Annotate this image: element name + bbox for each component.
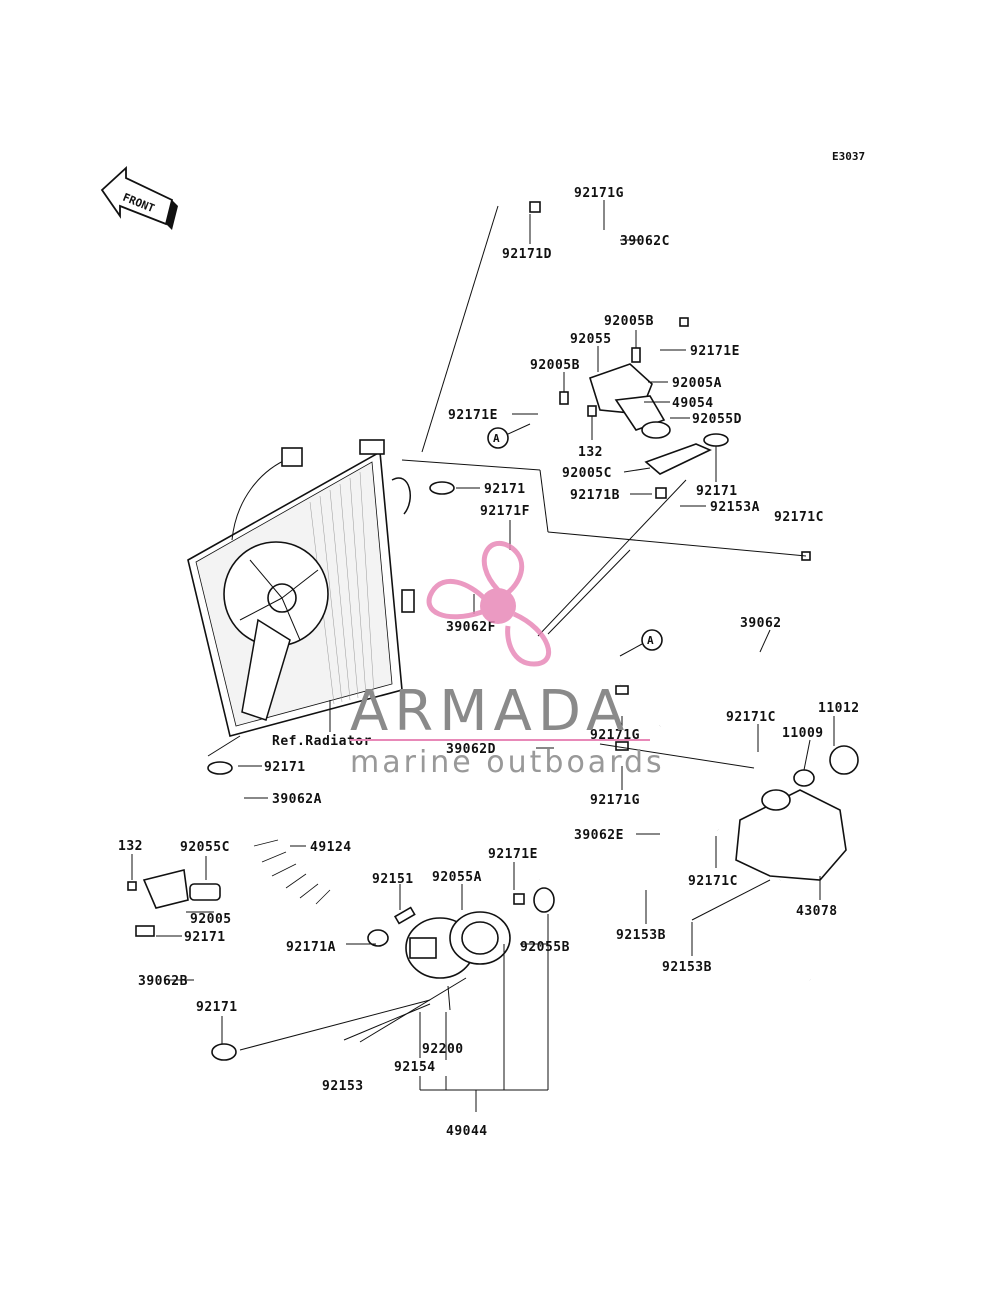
part-label: 132 — [118, 839, 143, 854]
part-label: 39062B — [138, 974, 188, 989]
part-label: 92055C — [180, 840, 230, 855]
callout-a-upper: A — [487, 423, 531, 449]
part-label: 92005C — [562, 466, 612, 481]
part-label: 11012 — [818, 701, 860, 716]
part-label: 92154 — [394, 1060, 436, 1075]
front-arrow-icon: FRONT — [100, 165, 178, 230]
part-label: 92171E — [690, 344, 740, 359]
part-label: 92171B — [570, 488, 620, 503]
part-label: 92005B — [604, 314, 654, 329]
part-label: 92171G — [574, 186, 624, 201]
hose-39062c — [535, 205, 687, 323]
part-label: 39062 — [740, 616, 782, 631]
part-label: 43078 — [796, 904, 838, 919]
callout-a-lower-label: A — [647, 634, 654, 647]
part-label: 92171 — [184, 930, 226, 945]
leader-lines — [131, 200, 835, 1044]
radiator — [187, 439, 415, 737]
part-label: 92153A — [710, 500, 760, 515]
part-label: 49044 — [446, 1124, 488, 1139]
ref-radiator-label: Ref.Radiator — [272, 734, 372, 749]
callout-a-lower: A — [619, 629, 663, 657]
watermark-brand: ARMADA — [350, 679, 630, 744]
thermostat-housing — [559, 347, 712, 475]
part-label: 11009 — [782, 726, 824, 741]
watermark-tagline: marine outboards — [350, 745, 665, 780]
part-label: 92153B — [616, 928, 666, 943]
part-label: 92055D — [692, 412, 742, 427]
water-pipe-cover — [127, 869, 221, 937]
part-label: 92055A — [432, 870, 482, 885]
part-label: 49054 — [672, 396, 714, 411]
part-label: 92171E — [448, 408, 498, 423]
part-label: 92005 — [190, 912, 232, 927]
propeller-logo-icon — [426, 540, 552, 667]
part-label: 132 — [578, 445, 603, 460]
part-label: 92171 — [696, 484, 738, 499]
reservoir-tank — [735, 745, 859, 881]
diagram-code: E3037 — [832, 150, 865, 163]
part-label: 92153B — [662, 960, 712, 975]
watermark: ARMADA marine outboards — [350, 540, 665, 780]
part-label: 39062C — [620, 234, 670, 249]
part-label: 92171E — [488, 847, 538, 862]
part-label: 92151 — [372, 872, 414, 887]
part-label: 39062D — [446, 742, 496, 757]
part-label: 92171F — [480, 504, 530, 519]
part-label: 92200 — [422, 1042, 464, 1057]
hose-clamps — [207, 201, 811, 1061]
part-label: 92171 — [484, 482, 526, 497]
water-pump — [393, 887, 555, 979]
part-label: 39062F — [446, 620, 496, 635]
part-label: 39062A — [272, 792, 322, 807]
part-label: 92171A — [286, 940, 336, 955]
part-label: 92153 — [322, 1079, 364, 1094]
part-label: 92171 — [196, 1000, 238, 1015]
part-labels: 92171G 39062C 92171D 92005B 92055 92171E… — [118, 186, 860, 1139]
part-label: 92005A — [672, 376, 722, 391]
part-label: 49124 — [310, 840, 352, 855]
part-label: 39062E — [574, 828, 624, 843]
reference-lines — [207, 205, 807, 1112]
part-label: 92171D — [502, 247, 552, 262]
part-label: 92171C — [688, 874, 738, 889]
part-label: 92171G — [590, 793, 640, 808]
part-label: 92171C — [774, 510, 824, 525]
part-label: 92171C — [726, 710, 776, 725]
callout-a-upper-label: A — [493, 432, 500, 445]
part-label: 92055B — [520, 940, 570, 955]
part-label: 92171 — [264, 760, 306, 775]
part-label: 92055 — [570, 332, 612, 347]
part-label: 92005B — [530, 358, 580, 373]
